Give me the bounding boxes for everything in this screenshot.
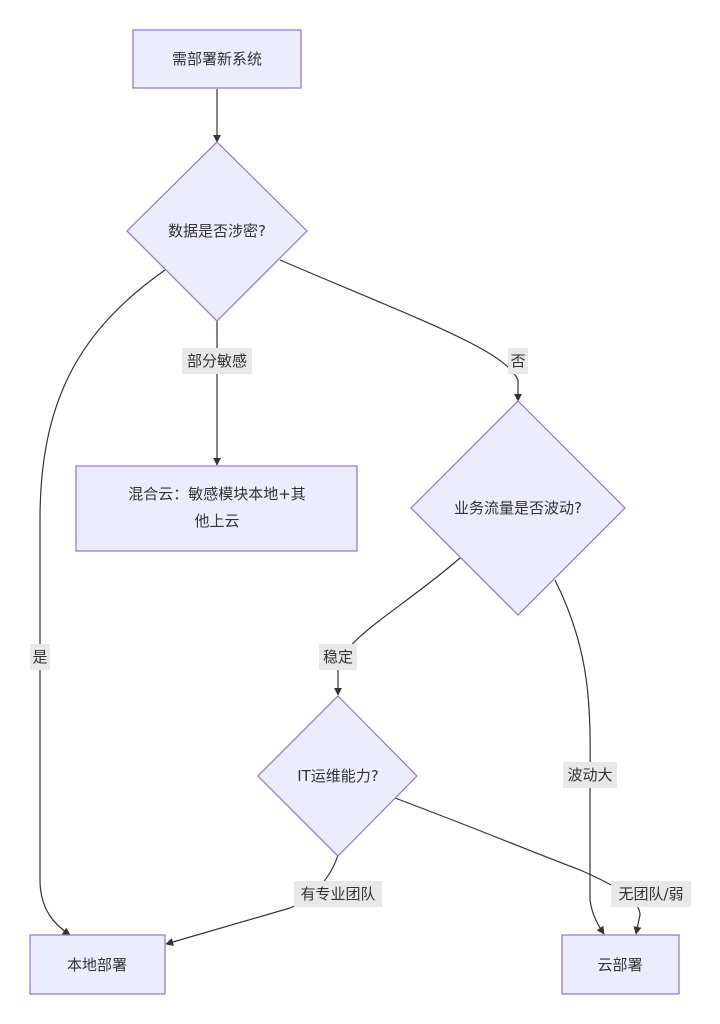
edge-label-yes-text: 是 <box>32 648 47 666</box>
edge-label-no-team-text: 无团队/弱 <box>618 885 683 903</box>
edge-label-yes: 是 <box>30 644 50 670</box>
node-cloud-deploy: 云部署 <box>561 934 680 995</box>
edge-sensitive-to-traffic <box>279 259 522 402</box>
edge-it-to-cloud <box>394 797 642 935</box>
edge-label-pro-team: 有专业团队 <box>294 881 382 907</box>
edge-label-no: 否 <box>508 348 528 374</box>
edge-label-pro-team-text: 有专业团队 <box>300 885 375 903</box>
node-local-deploy: 本地部署 <box>29 934 166 995</box>
node-traffic-decision: 业务流量是否波动? <box>410 400 626 616</box>
edge-sensitive-to-local <box>39 269 166 936</box>
edge-traffic-to-it <box>334 557 461 696</box>
edge-label-volatile: 波动大 <box>563 762 617 788</box>
node-data-sensitive-label: 数据是否涉密? <box>168 222 266 240</box>
node-it-capability-decision: IT运维能力? <box>257 695 418 857</box>
edge-label-partial-text: 部分敏感 <box>187 352 247 370</box>
node-cloud-label: 云部署 <box>597 956 642 974</box>
edge-traffic-to-cloud <box>554 579 605 935</box>
node-traffic-label: 业务流量是否波动? <box>454 499 582 517</box>
edge-label-stable-text: 稳定 <box>323 648 353 666</box>
node-hybrid-label-line2: 他上云 <box>194 512 239 530</box>
edge-label-volatile-text: 波动大 <box>567 766 612 784</box>
node-local-label: 本地部署 <box>67 956 127 974</box>
edge-label-no-team: 无团队/弱 <box>611 881 691 907</box>
node-hybrid-cloud: 混合云：敏感模块本地+其 他上云 <box>75 465 358 552</box>
edge-label-partial: 部分敏感 <box>182 348 252 374</box>
node-it-label: IT运维能力? <box>297 767 379 785</box>
edge-label-stable: 稳定 <box>319 644 357 670</box>
node-start: 需部署新系统 <box>132 29 302 89</box>
node-start-label: 需部署新系统 <box>172 50 262 68</box>
edge-label-no-text: 否 <box>510 352 525 370</box>
node-hybrid-label-line1: 混合云：敏感模块本地+其 <box>128 485 306 503</box>
node-data-sensitive-decision: 数据是否涉密? <box>126 141 308 322</box>
